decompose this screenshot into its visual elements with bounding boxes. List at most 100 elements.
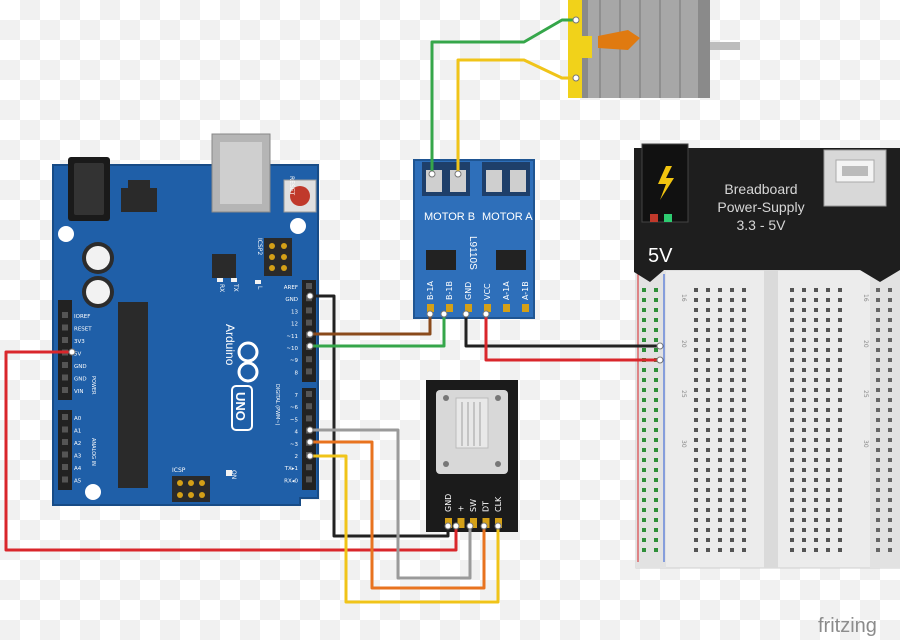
bb-hole bbox=[718, 348, 722, 352]
bb-hole bbox=[718, 548, 722, 552]
bb-hole bbox=[790, 318, 794, 322]
arduino-logo-icon bbox=[237, 341, 259, 383]
rail-hole bbox=[654, 398, 658, 402]
rail-hole bbox=[654, 448, 658, 452]
bb-hole bbox=[790, 408, 794, 412]
header-pin bbox=[62, 387, 68, 393]
bb-hole bbox=[790, 468, 794, 472]
rail-hole bbox=[876, 488, 880, 492]
bb-hole bbox=[838, 418, 842, 422]
rail-hole bbox=[654, 298, 658, 302]
bb-hole bbox=[730, 548, 734, 552]
rail-hole bbox=[876, 408, 880, 412]
encoder-pin-label: CLK bbox=[494, 496, 503, 512]
driver-pin bbox=[503, 304, 510, 312]
bb-hole bbox=[838, 508, 842, 512]
bb-hole bbox=[838, 408, 842, 412]
bb-hole bbox=[742, 548, 746, 552]
analog-pin-label: A2 bbox=[74, 441, 81, 447]
bb-hole bbox=[706, 478, 710, 482]
bb-hole bbox=[790, 398, 794, 402]
wire-black-driver bbox=[464, 314, 660, 348]
bb-hole bbox=[838, 538, 842, 542]
rail-hole bbox=[876, 298, 880, 302]
bb-hole bbox=[790, 388, 794, 392]
bb-hole bbox=[718, 338, 722, 342]
rail-hole bbox=[888, 288, 892, 292]
bb-hole bbox=[742, 418, 746, 422]
bb-hole bbox=[742, 528, 746, 532]
bb-hole bbox=[790, 498, 794, 502]
bb-hole bbox=[826, 538, 830, 542]
reset-label: RESET bbox=[288, 176, 295, 196]
bb-hole bbox=[694, 338, 698, 342]
bb-hole bbox=[706, 528, 710, 532]
bb-hole bbox=[718, 478, 722, 482]
encoder-pin bbox=[470, 518, 477, 528]
rail-hole bbox=[888, 438, 892, 442]
driver-pin-label: A-1B bbox=[521, 281, 530, 300]
led-red bbox=[650, 214, 658, 222]
rail-hole bbox=[888, 388, 892, 392]
rail-hole bbox=[888, 398, 892, 402]
bb-hole bbox=[718, 428, 722, 432]
rail-hole bbox=[642, 438, 646, 442]
bb-hole bbox=[826, 448, 830, 452]
rail-hole bbox=[642, 538, 646, 542]
bb-hole bbox=[718, 458, 722, 462]
bb-hole bbox=[742, 468, 746, 472]
bb-hole bbox=[814, 528, 818, 532]
bb-hole bbox=[730, 338, 734, 342]
bb-hole bbox=[730, 308, 734, 312]
bb-hole bbox=[802, 288, 806, 292]
bb-hole bbox=[814, 298, 818, 302]
wires bbox=[4, 16, 664, 604]
encoder-pin-label: + bbox=[457, 505, 466, 512]
bb-hole bbox=[694, 528, 698, 532]
digital-pin-label: ~11 bbox=[286, 334, 298, 340]
wire-end bbox=[306, 292, 314, 300]
bb-hole bbox=[742, 368, 746, 372]
driver-pin-label: A-1A bbox=[502, 281, 511, 300]
wire-end bbox=[454, 170, 462, 178]
encoder-knob[interactable] bbox=[455, 397, 489, 449]
bb-hole bbox=[802, 458, 806, 462]
rail-hole bbox=[654, 478, 658, 482]
analog-pin-label: A4 bbox=[74, 466, 82, 472]
power-pin-label: GND bbox=[74, 364, 87, 370]
bb-hole bbox=[826, 478, 830, 482]
bb-hole bbox=[838, 488, 842, 492]
bb-hole bbox=[706, 328, 710, 332]
bb-hole bbox=[730, 298, 734, 302]
bb-hole bbox=[802, 428, 806, 432]
bb-hole bbox=[814, 318, 818, 322]
arduino-uno-board: RESET ICSP2 ICSP ON RX bbox=[52, 133, 319, 506]
bb-hole bbox=[706, 378, 710, 382]
power-pin-label: 3V3 bbox=[74, 339, 85, 345]
bb-hole bbox=[718, 318, 722, 322]
bb-hole bbox=[838, 398, 842, 402]
bb-hole bbox=[706, 458, 710, 462]
rail-hole bbox=[876, 528, 880, 532]
bb-hole bbox=[826, 408, 830, 412]
reset-button[interactable] bbox=[283, 179, 317, 213]
rail-hole bbox=[642, 498, 646, 502]
bb-hole bbox=[730, 498, 734, 502]
fritzing-watermark: fritzing bbox=[818, 615, 877, 637]
rail-hole bbox=[888, 408, 892, 412]
rail-hole bbox=[654, 498, 658, 502]
bb-hole bbox=[826, 308, 830, 312]
rail-hole bbox=[888, 528, 892, 532]
arduino-brand: Arduino bbox=[223, 324, 237, 366]
bb-hole bbox=[694, 428, 698, 432]
bb-hole bbox=[802, 508, 806, 512]
rail-hole bbox=[654, 508, 658, 512]
driver-pin bbox=[484, 304, 491, 312]
rail-hole bbox=[888, 328, 892, 332]
row-number: 20 bbox=[680, 340, 687, 348]
bb-hole bbox=[790, 288, 794, 292]
bb-hole bbox=[790, 328, 794, 332]
bb-hole bbox=[742, 328, 746, 332]
rail-hole bbox=[876, 288, 880, 292]
